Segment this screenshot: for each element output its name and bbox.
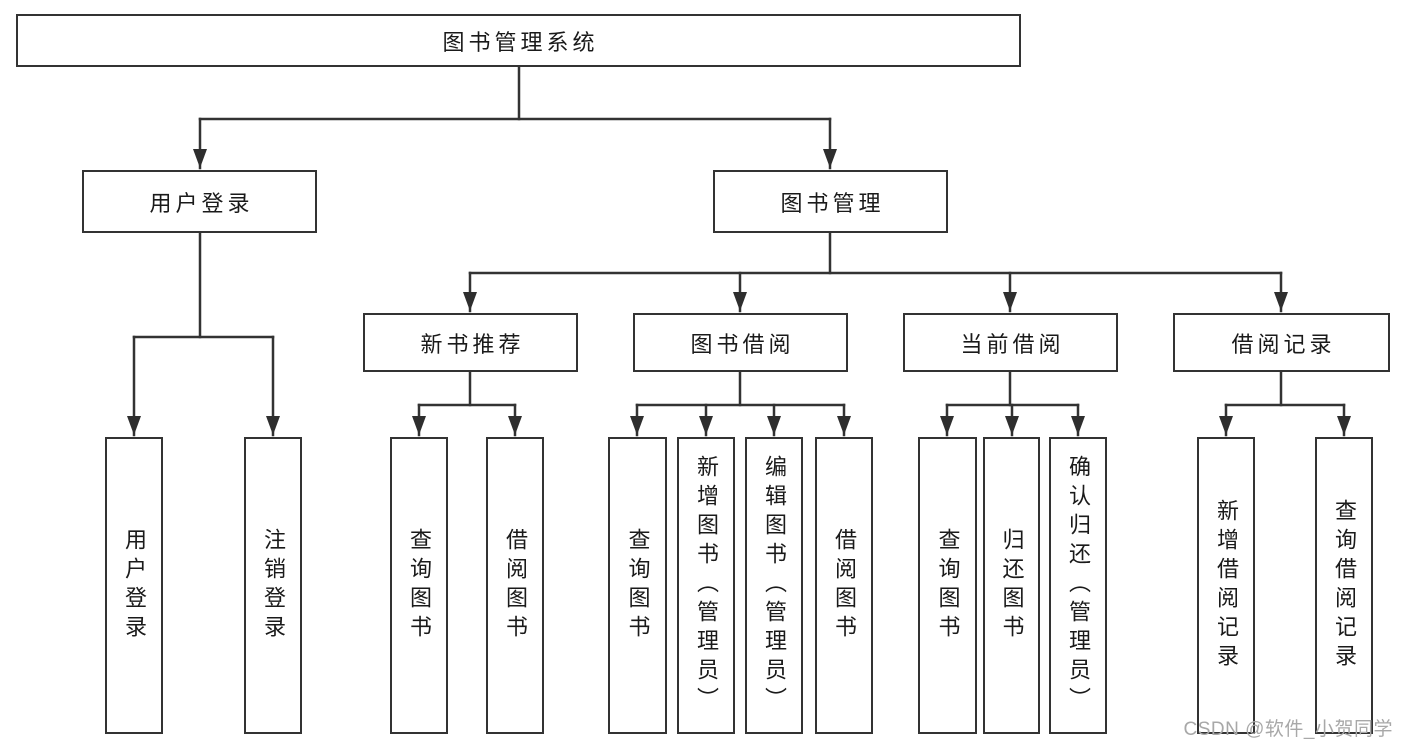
node-book-management: 图书管理: [713, 170, 948, 233]
leaf-borrow-books: 借阅图书: [815, 437, 873, 734]
node-new-book-recommendation: 新书推荐: [363, 313, 578, 372]
csdn-watermark: CSDN @软件_小贺同学: [1183, 719, 1393, 740]
leaf-borrow-books-recommend: 借阅图书: [486, 437, 544, 734]
leaf-confirm-return-admin: 确认归还（管理员）: [1049, 437, 1107, 734]
node-book-borrowing: 图书借阅: [633, 313, 848, 372]
leaf-return-books: 归还图书: [983, 437, 1040, 734]
node-current-borrowing: 当前借阅: [903, 313, 1118, 372]
node-library-management-system: 图书管理系统: [16, 14, 1021, 67]
leaf-query-books-recommend: 查询图书: [390, 437, 448, 734]
node-borrowing-records: 借阅记录: [1173, 313, 1390, 372]
leaf-add-borrowing-record: 新增借阅记录: [1197, 437, 1255, 734]
node-user-login-group: 用户登录: [82, 170, 317, 233]
leaf-logout: 注销登录: [244, 437, 302, 734]
leaf-query-books-borrowing: 查询图书: [608, 437, 667, 734]
leaf-user-login: 用户登录: [105, 437, 163, 734]
leaf-query-books-current: 查询图书: [918, 437, 977, 734]
leaf-edit-books-admin: 编辑图书（管理员）: [745, 437, 803, 734]
leaf-query-borrowing-record: 查询借阅记录: [1315, 437, 1373, 734]
leaf-add-books-admin: 新增图书（管理员）: [677, 437, 735, 734]
